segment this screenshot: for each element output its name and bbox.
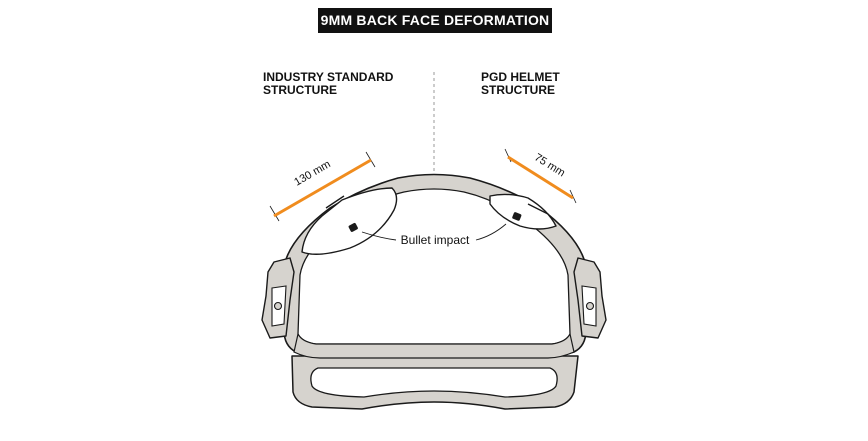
diagram-title: 9MM BACK FACE DEFORMATION <box>318 8 552 33</box>
left-rail-screw <box>273 301 283 311</box>
right-rail-screw <box>585 301 595 311</box>
industry-standard-label-line1: INDUSTRY STANDARD <box>263 70 394 84</box>
left-callout-leader <box>361 231 397 241</box>
helmet-rim-band <box>293 332 575 359</box>
industry-standard-label: INDUSTRY STANDARD STRUCTURE <box>263 71 393 97</box>
left-deformation-pocket <box>301 187 398 255</box>
left-shell-crack <box>325 195 345 209</box>
pgd-helmet-label-line2: STRUCTURE <box>481 83 555 97</box>
right-shell-crack <box>527 203 549 215</box>
right-bullet <box>512 212 522 221</box>
left-dimension-tick-start <box>269 205 280 222</box>
left-dimension-line <box>273 158 372 218</box>
right-callout-leader <box>475 223 507 241</box>
brim-inner-cutout <box>310 367 558 398</box>
pgd-helmet-label: PGD HELMET STRUCTURE <box>481 71 560 97</box>
pgd-helmet-label-line1: PGD HELMET <box>481 70 560 84</box>
right-deformation-pocket <box>489 193 557 230</box>
right-dimension-line <box>507 155 574 200</box>
left-bullet <box>348 223 358 232</box>
bullet-impact-label: Bullet impact <box>401 233 470 247</box>
industry-standard-label-line2: STRUCTURE <box>263 83 337 97</box>
